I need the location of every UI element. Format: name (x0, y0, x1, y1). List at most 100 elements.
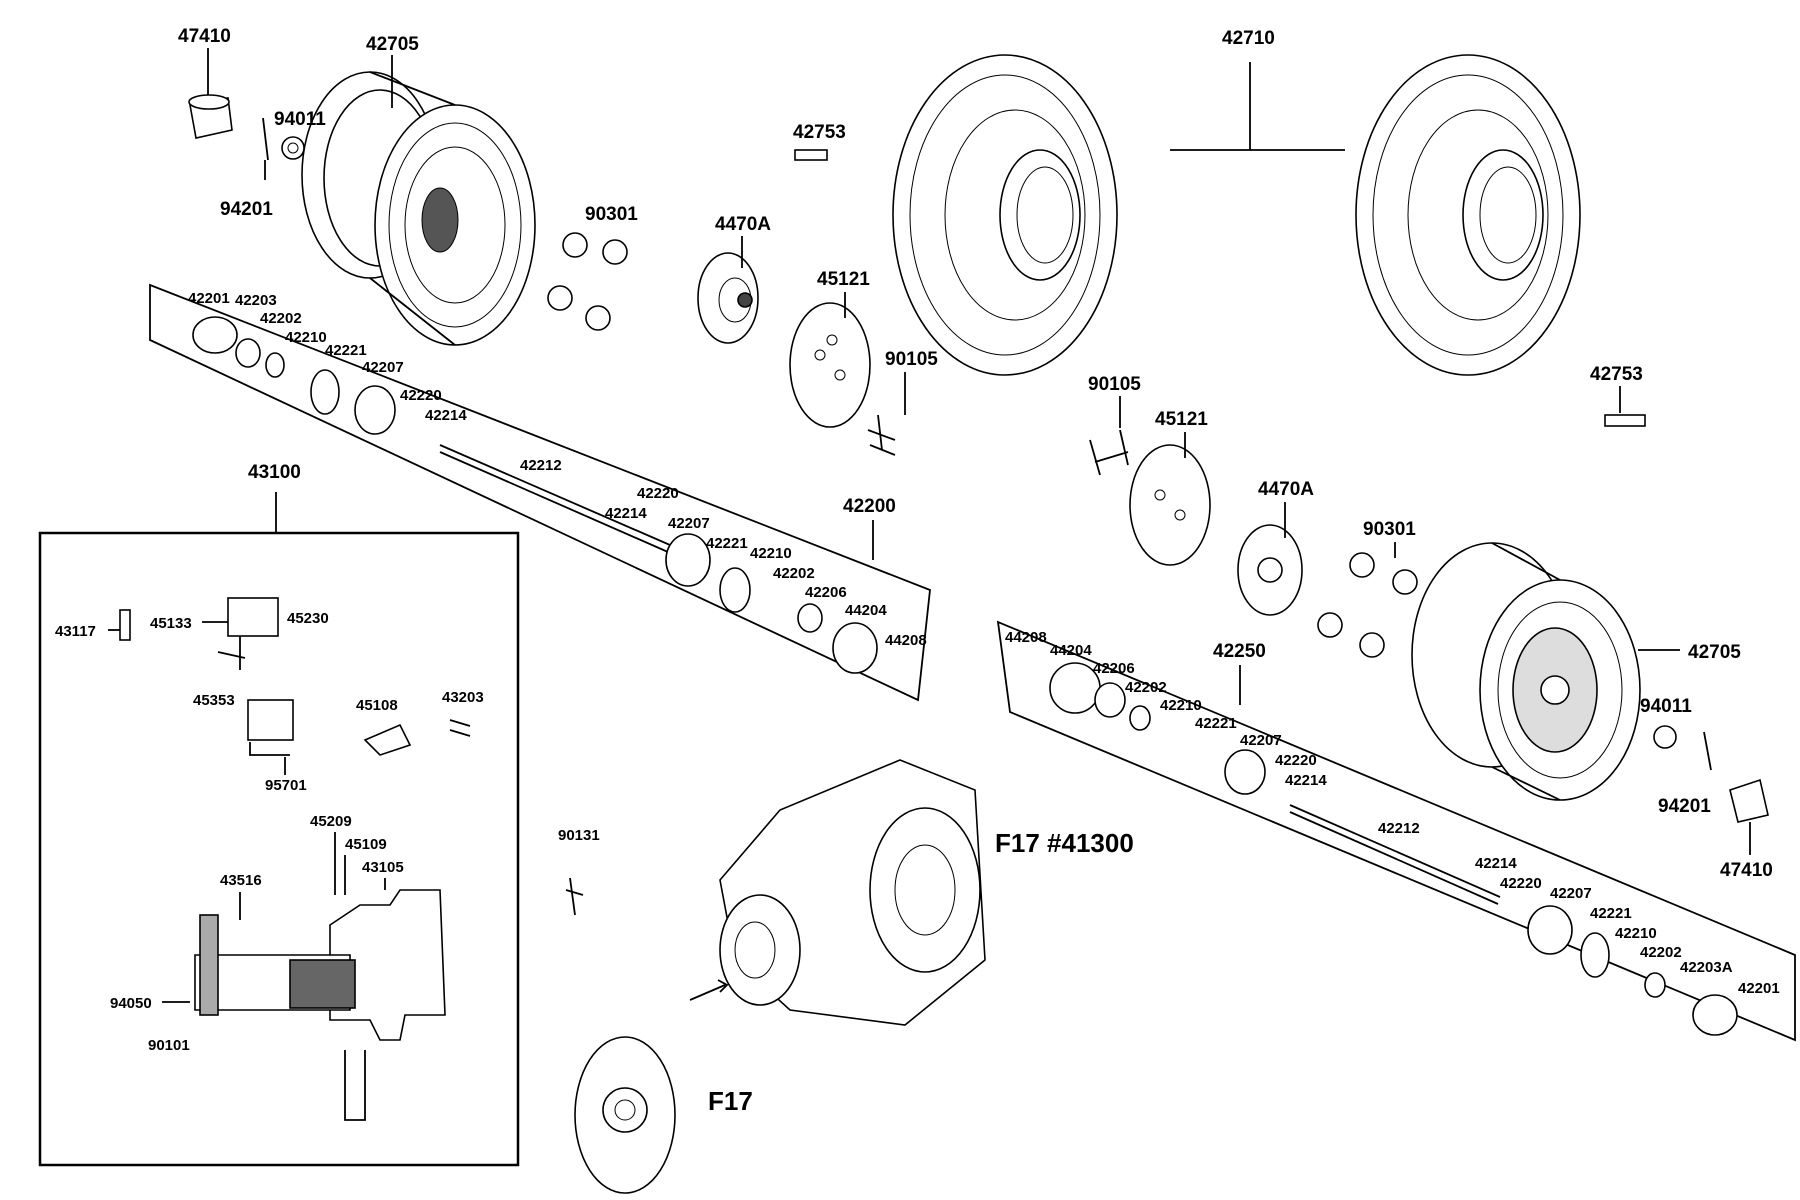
label-a1-44204: 44204 (845, 602, 887, 619)
clip-right (1089, 429, 1129, 476)
label-43117: 43117 (55, 623, 96, 640)
axle-shaft-upper (439, 444, 671, 553)
lug-nuts-top (547, 232, 628, 331)
label-43516: 43516 (220, 872, 262, 889)
label-42710: 42710 (1222, 28, 1275, 49)
wheel-rim-right (1411, 542, 1641, 801)
label-a2-42202b: 42202 (1640, 944, 1682, 961)
label-a1-42202: 42202 (260, 310, 302, 327)
lug-nut-cap-right (1729, 778, 1769, 823)
label-94201-right: 94201 (1658, 796, 1711, 817)
cotter-pin-right (1703, 731, 1712, 771)
cv-joint-upper-left (192, 316, 396, 435)
valve-stem-top (794, 149, 828, 161)
arrow-to-differential (689, 979, 729, 1001)
label-a1-42207: 42207 (362, 359, 404, 376)
label-94011-right: 94011 (1640, 696, 1692, 717)
label-a2-42221: 42221 (1195, 715, 1237, 732)
valve-stem-right (1604, 414, 1646, 427)
cotter-pin-top-left (262, 117, 269, 161)
hub-top (697, 252, 759, 344)
label-47410-top: 47410 (178, 26, 231, 47)
lug-nuts-right (1317, 552, 1418, 658)
bolts-43203 (449, 719, 471, 737)
cv-joint-lower-right (1527, 905, 1738, 1036)
label-a2-42210b: 42210 (1615, 925, 1657, 942)
label-45230: 45230 (287, 610, 329, 627)
label-f17: F17 (708, 1086, 753, 1116)
label-94050: 94050 (110, 995, 152, 1012)
label-a1-42221b: 42221 (706, 535, 748, 552)
label-a2-42214b: 42214 (1475, 855, 1517, 872)
label-a2-44208: 44208 (1005, 629, 1047, 646)
label-94201-top: 94201 (220, 199, 273, 220)
label-a1-42220: 42220 (400, 387, 442, 404)
label-45209: 45209 (310, 813, 352, 830)
label-90301-top: 90301 (585, 204, 638, 225)
castle-nut-right (1653, 725, 1677, 749)
label-45121-top: 45121 (817, 269, 870, 290)
label-42705-right: 42705 (1688, 642, 1741, 663)
label-47410-right: 47410 (1720, 860, 1773, 881)
label-a1-42214: 42214 (425, 407, 467, 424)
label-a1-42207b: 42207 (668, 515, 710, 532)
label-a1-44208: 44208 (885, 632, 927, 649)
label-a1-42214b: 42214 (605, 505, 647, 522)
differential-housing (719, 759, 986, 1026)
label-a2-42201: 42201 (1738, 980, 1780, 997)
tire-left (892, 54, 1118, 376)
label-45109: 45109 (345, 836, 387, 853)
label-a2-42203A: 42203A (1680, 959, 1733, 976)
label-a2-42221b: 42221 (1590, 905, 1632, 922)
label-f17-ref: F17 #41300 (995, 828, 1134, 858)
label-90105-right: 90105 (1088, 374, 1141, 395)
caliper-bracket-45353 (247, 699, 294, 756)
label-a2-42207: 42207 (1240, 732, 1282, 749)
caliper-45230 (217, 597, 279, 670)
label-4470A-right: 4470A (1258, 479, 1314, 500)
master-cylinder (194, 889, 446, 1121)
label-a1-42212: 42212 (520, 457, 562, 474)
label-43100: 43100 (248, 462, 301, 483)
axle-shaft-lower (1289, 804, 1501, 905)
label-a2-42206: 42206 (1093, 660, 1135, 677)
label-95701: 95701 (265, 777, 307, 794)
brake-pad-45108 (363, 723, 412, 756)
label-45121-right: 45121 (1155, 409, 1208, 430)
wheel-rim-top-left (301, 71, 536, 346)
label-a2-42207b: 42207 (1550, 885, 1592, 902)
label-a2-42220b: 42220 (1500, 875, 1542, 892)
label-90101: 90101 (148, 1037, 190, 1054)
label-a1-42221: 42221 (325, 342, 367, 359)
label-a2-44204: 44204 (1050, 642, 1092, 659)
label-94011-top: 94011 (274, 109, 326, 130)
label-a1-42200: 42200 (843, 496, 896, 517)
label-a1-42203: 42203 (235, 292, 277, 309)
label-a2-42210: 42210 (1160, 697, 1202, 714)
label-43105: 43105 (362, 859, 404, 876)
cv-joint-lower-left (1049, 662, 1266, 795)
hub-right (1237, 524, 1303, 616)
label-42753-top: 42753 (793, 122, 846, 143)
brake-disc-top (789, 302, 871, 428)
label-a1-42210b: 42210 (750, 545, 792, 562)
label-a1-42220b: 42220 (637, 485, 679, 502)
clip-90131 (565, 877, 584, 916)
label-43203: 43203 (442, 689, 484, 706)
label-90301-right: 90301 (1363, 519, 1416, 540)
label-a2-42250: 42250 (1213, 641, 1266, 662)
label-a1-42202b: 42202 (773, 565, 815, 582)
pin-43117 (119, 609, 131, 641)
label-a1-42210: 42210 (285, 329, 327, 346)
axle-panel-upper (149, 283, 931, 702)
label-42753-right: 42753 (1590, 364, 1643, 385)
label-45108: 45108 (356, 697, 398, 714)
lug-nut-cap-top-left (188, 94, 233, 139)
leader-42710 (1170, 62, 1345, 151)
diff-input-flange (574, 1036, 676, 1194)
tire-right (1355, 54, 1581, 376)
label-a2-42220: 42220 (1275, 752, 1317, 769)
label-45133: 45133 (150, 615, 192, 632)
label-4470A-top: 4470A (715, 214, 771, 235)
